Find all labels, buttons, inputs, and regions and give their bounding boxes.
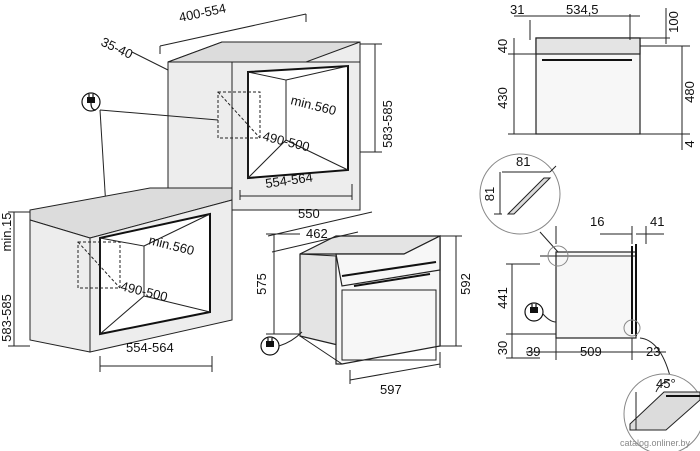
side-view <box>506 226 671 377</box>
oven-isometric <box>299 235 441 365</box>
column-depth-range: 35-40 <box>99 34 135 62</box>
oven-dimension-lines <box>266 211 462 384</box>
angle-detail <box>623 373 700 451</box>
column-dimension-lines <box>131 13 382 200</box>
top-left-offset: 31 <box>510 2 524 17</box>
side-panel-width: 41 <box>650 214 664 229</box>
detail-width: 81 <box>516 154 530 169</box>
column-opening-width: 554-564 <box>264 169 313 190</box>
side-left: 39 <box>526 344 540 359</box>
plug-icon <box>81 92 101 112</box>
side-right: 23 <box>646 344 660 359</box>
top-rear-offset: 4 <box>682 140 697 147</box>
oven-depth-body: 462 <box>306 226 328 241</box>
top-total-depth: 480 <box>682 81 697 103</box>
plug-icon <box>260 336 280 356</box>
plug-icon <box>524 302 544 322</box>
top-body-depth: 430 <box>495 87 510 109</box>
counter-opening-width: 554-564 <box>126 340 174 355</box>
side-panel-height: 16 <box>590 214 604 229</box>
side-height: 441 <box>495 287 510 309</box>
side-depth: 509 <box>580 344 602 359</box>
counter-min-gap: min.15 <box>0 212 14 251</box>
counter-niche <box>29 187 233 353</box>
top-clearance: 100 <box>666 11 681 33</box>
top-width: 534,5 <box>566 2 599 17</box>
column-niche-height: 583-585 <box>380 100 395 148</box>
counter-niche-height: 583-585 <box>0 294 14 342</box>
oven-height-body: 575 <box>254 273 269 295</box>
top-view <box>508 8 690 150</box>
watermark: catalog.onliner.by <box>620 438 691 448</box>
oven-height-total: 592 <box>458 273 473 295</box>
column-niche <box>167 41 361 211</box>
angle-value: 45° <box>656 376 676 391</box>
detail-circle <box>479 153 561 253</box>
oven-depth-total: 550 <box>298 206 320 221</box>
detail-height: 81 <box>482 187 497 201</box>
counter-dimension-lines <box>8 211 213 372</box>
column-width-range: 400-554 <box>178 0 228 25</box>
oven-width: 597 <box>380 382 402 397</box>
side-bottom: 30 <box>495 341 510 355</box>
top-front-depth: 40 <box>495 39 510 53</box>
